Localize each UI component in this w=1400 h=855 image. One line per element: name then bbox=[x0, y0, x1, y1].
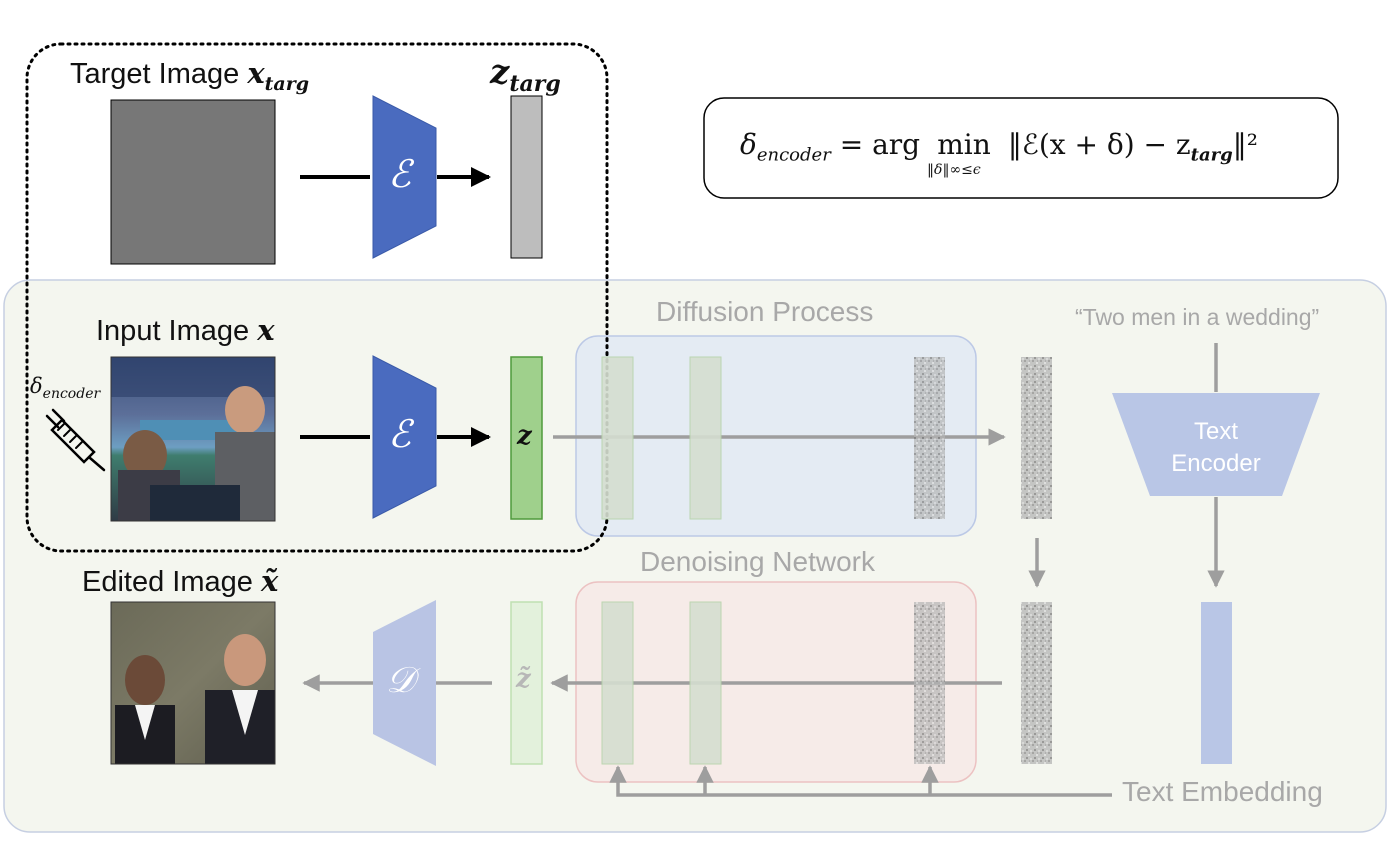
syringe-icon bbox=[45, 408, 106, 472]
formula: δencoder = arg min ‖δ‖∞≤ϵ ‖ℰ(x + δ) − zt… bbox=[740, 128, 1258, 178]
encoder-symbol-middle: ℰ bbox=[388, 412, 412, 456]
prompt-label: “Two men in a wedding” bbox=[1075, 304, 1320, 330]
z-latent-label: z bbox=[517, 421, 532, 451]
diffusion-latent-noisy bbox=[914, 357, 945, 519]
text-encoder-label: Text Encoder bbox=[1171, 418, 1261, 477]
z-latent-vector bbox=[510, 356, 543, 520]
denoise-latent-noisy bbox=[914, 602, 945, 764]
attack-region bbox=[25, 42, 609, 553]
formula-box bbox=[703, 97, 1339, 199]
encoder-middle bbox=[372, 355, 437, 519]
decoder-symbol: 𝒟 bbox=[386, 660, 415, 701]
delta-encoder-label: δencoder bbox=[30, 374, 101, 403]
diffusion-latent-1 bbox=[601, 356, 634, 520]
decoder-shape bbox=[373, 600, 436, 766]
embedding-line-1 bbox=[609, 765, 1112, 797]
diffusion-latent-2 bbox=[689, 356, 722, 520]
edited-image-label: Edited Image x̃ bbox=[82, 564, 279, 598]
denoising-network-label: Denoising Network bbox=[640, 546, 875, 577]
denoise-latent-1 bbox=[601, 601, 634, 765]
text-embedding-vector bbox=[1201, 602, 1232, 764]
text-embedding-label: Text Embedding bbox=[1122, 776, 1323, 807]
target-image bbox=[110, 99, 276, 265]
z-tilde-vector bbox=[510, 601, 543, 765]
diffusion-output-noise bbox=[1021, 357, 1052, 519]
text-encoder-shape bbox=[1112, 393, 1320, 496]
denoise-latent-2 bbox=[689, 601, 722, 765]
z-tilde-label: z̃ bbox=[516, 664, 531, 694]
edited-image bbox=[110, 601, 276, 765]
denoise-input-noise bbox=[1021, 602, 1052, 764]
encoder-top bbox=[372, 95, 437, 259]
encoder-symbol-top: ℰ bbox=[388, 152, 412, 196]
target-image-label: Target Image xtarg bbox=[70, 56, 310, 95]
input-image-label: Input Image x bbox=[96, 313, 275, 347]
input-image bbox=[110, 356, 276, 522]
z-targ-vector bbox=[510, 95, 543, 259]
z-targ-label: ztarg bbox=[490, 52, 561, 97]
diffusion-process-label: Diffusion Process bbox=[656, 296, 874, 327]
